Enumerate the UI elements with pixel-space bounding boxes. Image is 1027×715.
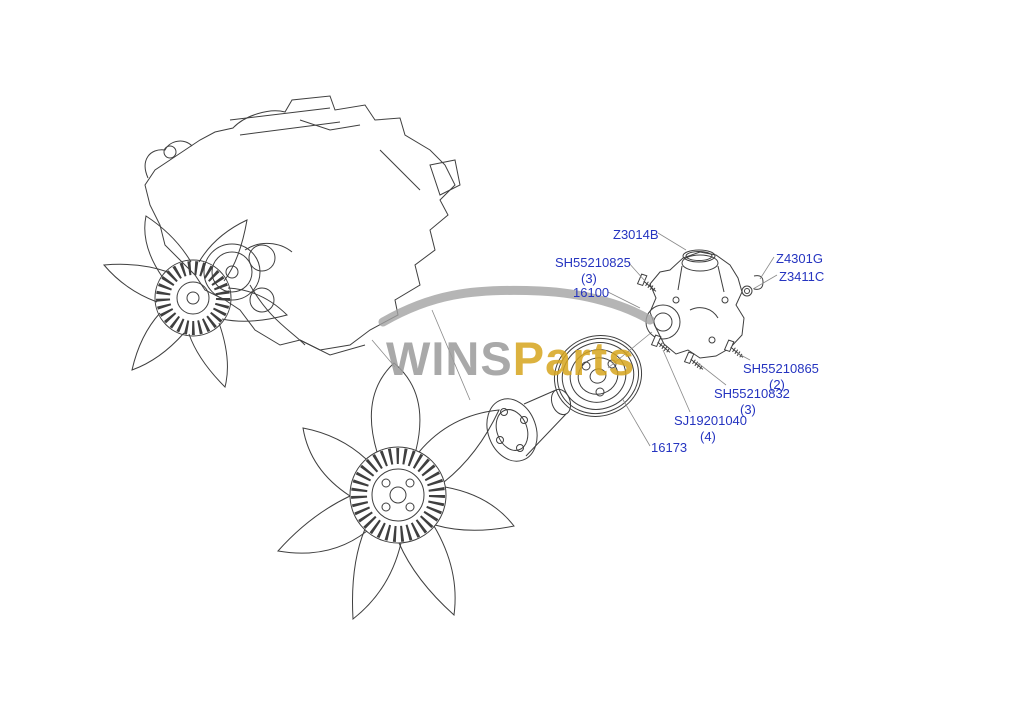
watermark-text-parts: Parts <box>512 332 636 385</box>
part-number[interactable]: SJ19201040 <box>674 413 748 428</box>
clip-z4301g <box>753 275 764 290</box>
part-quantity: (3) <box>740 402 756 417</box>
water-pump-pulley <box>553 331 653 417</box>
watermark-logo: WINSParts <box>386 331 635 386</box>
gasket-ring <box>682 249 716 263</box>
part-number[interactable]: Z3411C <box>779 269 825 284</box>
bolt-sh55210865 <box>721 338 748 363</box>
leader-lines <box>607 232 778 447</box>
part-number[interactable]: SH55210825 <box>555 255 631 270</box>
part-quantity: (3) <box>581 271 597 286</box>
part-label-z3411c[interactable]: Z3411C <box>779 269 824 285</box>
part-number[interactable]: 16173 <box>651 440 688 455</box>
part-number[interactable]: Z4301G <box>776 251 823 266</box>
water-pump <box>645 251 745 359</box>
engine-assembly <box>144 95 471 401</box>
watermark-swoosh <box>378 285 655 327</box>
part-number[interactable]: SH55210865 <box>743 361 819 376</box>
fan-spacer <box>486 388 572 462</box>
part-label-z4301g[interactable]: Z4301G <box>776 251 823 267</box>
part-number[interactable]: Z3014B <box>613 227 659 242</box>
watermark-text-wins: WINS <box>386 332 513 385</box>
plug-z3411c <box>741 285 753 297</box>
small-fan <box>102 215 288 388</box>
large-fan <box>277 362 515 620</box>
part-label-z3014b[interactable]: Z3014B <box>613 227 659 243</box>
part-number[interactable]: SH55210832 <box>714 386 790 401</box>
part-label-16173[interactable]: 16173 <box>651 440 687 456</box>
part-quantity: (2) <box>769 377 785 392</box>
part-label-sh55210832[interactable]: SH55210832 (3) <box>714 386 790 418</box>
part-quantity: (4) <box>700 429 716 444</box>
part-label-sh55210865[interactable]: SH55210865 (2) <box>743 361 819 393</box>
part-label-16100[interactable]: 16100 <box>573 285 609 301</box>
part-label-sh55210825[interactable]: SH55210825 (3) <box>555 255 631 287</box>
part-number[interactable]: 16100 <box>573 285 610 300</box>
part-label-sj19201040[interactable]: SJ19201040 (4) <box>674 413 747 445</box>
